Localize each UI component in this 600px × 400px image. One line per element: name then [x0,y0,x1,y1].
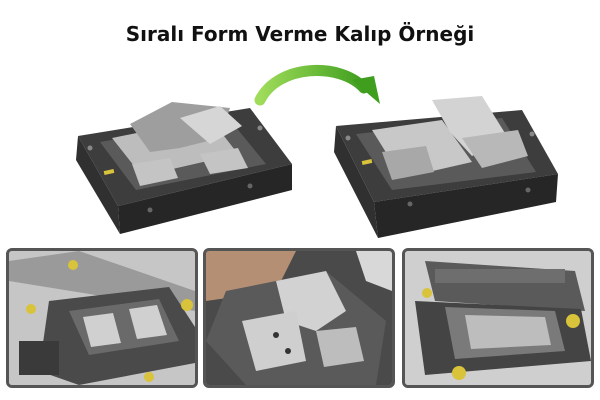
thumbnail-full-die-assembly [402,248,594,388]
thumbnail-progressive-strip [6,248,198,388]
die-after-forming-image [334,96,558,238]
page-title: Sıralı Form Verme Kalıp Örneği [125,22,475,46]
thumbnail-forming-closeup [203,248,395,388]
transition-arrow-icon [254,65,380,106]
die-before-forming-image [76,102,292,234]
